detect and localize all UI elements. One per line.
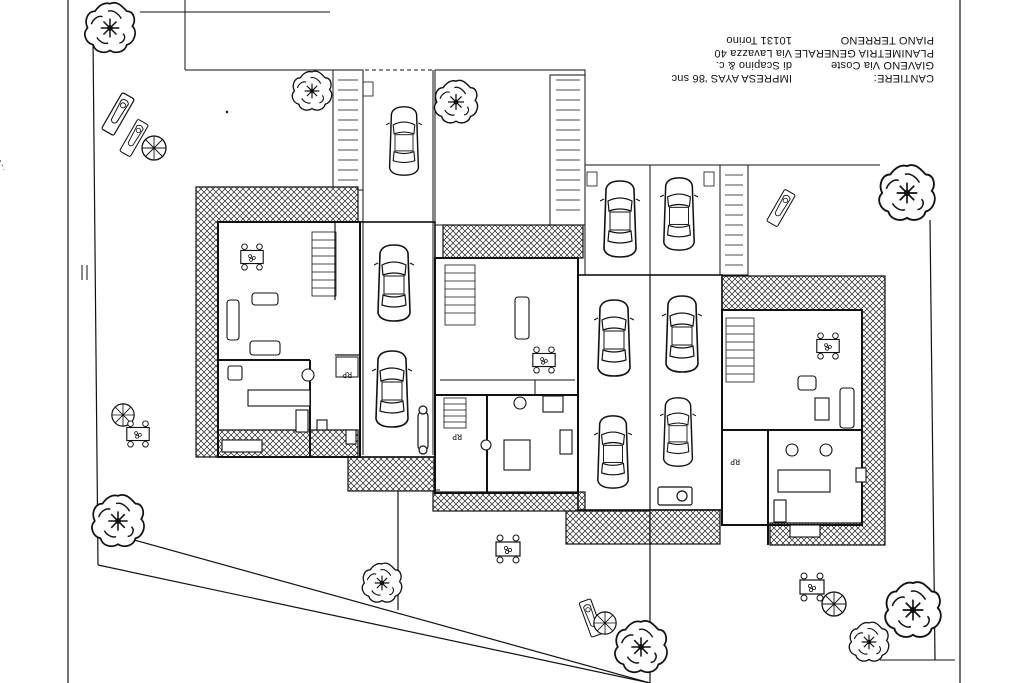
project-line: CANTIERE: bbox=[873, 72, 934, 84]
project-line: PLANIMETRIA GENERALE bbox=[794, 47, 934, 59]
fitting-label-center: RP bbox=[452, 432, 462, 441]
hatched-walls bbox=[195, 186, 886, 546]
title-block: CANTIERE: GIAVENO Via Coste PLANIMETRIA … bbox=[650, 4, 940, 85]
title-block-company: IMPRESA AYAS '86 snc di Scapino & c. Via… bbox=[671, 34, 792, 85]
fitting-labels: RP RP RP bbox=[342, 370, 740, 466]
stairs bbox=[311, 231, 755, 429]
fitting-label-right: RP bbox=[730, 457, 740, 466]
company-line: Via Lavazza 40 bbox=[714, 47, 792, 59]
project-line: GIAVENO Via Coste bbox=[830, 59, 934, 72]
company-line: 10131 Torino bbox=[726, 34, 792, 47]
small-vehicle bbox=[657, 486, 693, 506]
project-line: PIANO TERRENO bbox=[840, 34, 934, 47]
company-line: di Scapino & c. bbox=[715, 59, 792, 72]
fitting-label-left: RP bbox=[342, 370, 352, 379]
title-block-project: CANTIERE: GIAVENO Via Coste PLANIMETRIA … bbox=[794, 34, 934, 85]
furniture bbox=[221, 243, 867, 538]
company-line: IMPRESA AYAS '86 snc bbox=[671, 72, 792, 84]
motorbike bbox=[417, 405, 429, 455]
